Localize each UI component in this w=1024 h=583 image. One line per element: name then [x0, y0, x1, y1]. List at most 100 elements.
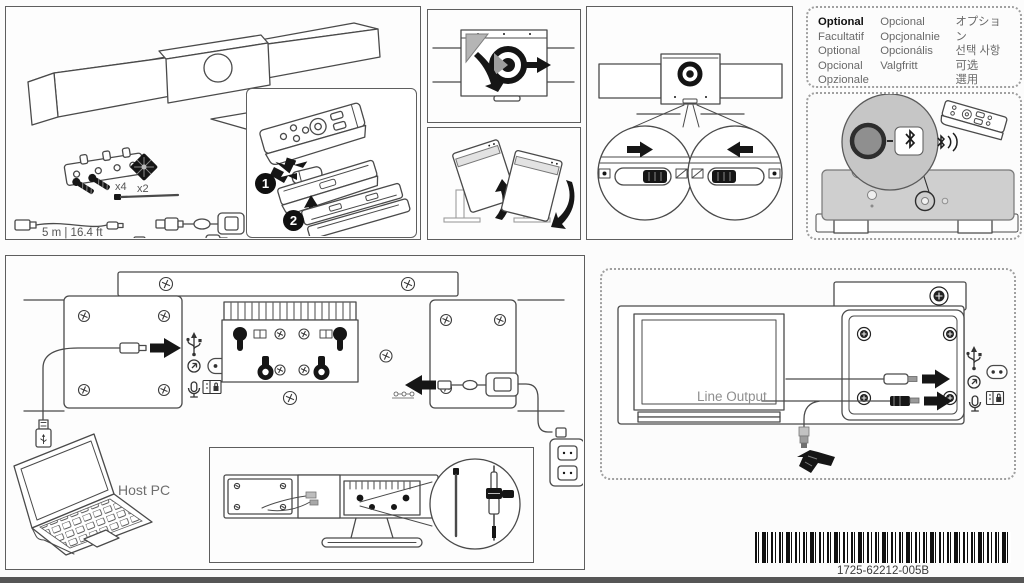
screws-illustration [72, 173, 110, 195]
mount-hook [257, 356, 330, 380]
usb-cable-connection [42, 338, 181, 421]
adhesive-pad-illustration [130, 153, 158, 181]
remote-battery-illustration [259, 102, 411, 236]
remote-illustration [259, 102, 367, 166]
right-speaker-back [841, 309, 965, 421]
lens-film-flap [494, 53, 508, 76]
optional-label: Valgfritt [880, 59, 918, 72]
privacy-shutter-panel [586, 6, 793, 240]
shutter-slider-small [682, 98, 698, 104]
optional-label: 선택 사항 [955, 45, 1001, 58]
optional-label: Opzionale [818, 74, 869, 87]
security-lock-icon [202, 379, 222, 395]
optional-column-1: Optional Facultatif Optional Opcional Op… [818, 15, 876, 86]
camera-tilt-panel [427, 127, 581, 240]
usb-icon [186, 332, 202, 357]
monitor-mount-illustration [223, 458, 521, 550]
insert-arrow-icon [270, 157, 308, 183]
mounting-plate [221, 319, 359, 383]
optional-column-3: オプション 선택 사항 可选 選用 [955, 15, 1010, 86]
tilted-camera-1 [452, 139, 517, 213]
optional-label: Opcjonalnie [880, 30, 940, 43]
soundbar-front-illustration [598, 53, 783, 115]
wall-outlet-icon [549, 438, 583, 487]
mic-icon [968, 395, 982, 412]
power-connection [405, 372, 583, 487]
tilted-camera-2 [500, 149, 563, 222]
arrow-right-icon [922, 369, 950, 389]
camera-on-icon [768, 168, 781, 179]
callout-ring [914, 190, 936, 212]
optional-label: 選用 [955, 74, 979, 87]
line-output-label: Line Output [697, 389, 767, 404]
remote-bluetooth-illustration [937, 100, 1008, 152]
expansion-mic-illustration [797, 450, 835, 473]
camera-tilt-illustration [443, 139, 575, 229]
pads-qty-label: x2 [137, 183, 149, 195]
power-adapter-illustration [155, 212, 245, 235]
cable-tie-rod-illustration [114, 193, 180, 200]
line-out-jack-cable [785, 369, 950, 389]
remote-back-illustration [301, 182, 404, 226]
arrow-right-icon [924, 391, 952, 411]
barcode [755, 532, 1011, 563]
remote-tray-illustration [307, 198, 411, 236]
usb-icon [966, 346, 982, 371]
power-in-port [986, 364, 1008, 380]
optional-languages-panel: Optional Facultatif Optional Opcional Op… [806, 6, 1022, 88]
optional-label: Optional [818, 45, 861, 58]
camera-on-icon [598, 168, 611, 179]
security-lock-icon [985, 390, 1005, 406]
screws-qty-label: x4 [115, 181, 127, 193]
optional-label: Opcionális [880, 45, 933, 58]
polarity-mark [392, 391, 415, 399]
trackpad [83, 529, 120, 548]
bluetooth-button-detail [841, 94, 939, 191]
mic-icon [187, 381, 201, 398]
bluetooth-pair-button-large [849, 122, 887, 160]
mount-foot [833, 219, 869, 234]
protective-film-corner [465, 33, 490, 64]
soundbar-rear-illustration [13, 271, 583, 556]
bluetooth-icon [905, 128, 916, 150]
monitor-mount-panel [209, 447, 534, 563]
optional-label: Opcional [818, 59, 863, 72]
bluetooth-pairing-illustration [815, 94, 1019, 234]
usb-a-connector-icon [35, 419, 52, 448]
barcode-block: 1725-62212-005B [752, 532, 1014, 577]
top-mount-strip [117, 271, 459, 297]
remote-battery-panel: 1 2 [246, 88, 417, 238]
line-out-icon [187, 359, 201, 373]
host-pc-illustration [13, 433, 153, 556]
privacy-shutter-illustration [597, 53, 783, 221]
optional-label: 可选 [955, 59, 979, 72]
optional-label: オプション [955, 16, 1001, 43]
step-1-badge: 1 [255, 173, 276, 194]
arrow-right-icon [627, 141, 653, 158]
tilt-down-arrow-icon [551, 180, 575, 229]
shutter-open-detail [687, 125, 783, 221]
part-number-label: 1725-62212-005B [836, 565, 930, 577]
arrow-right-icon [150, 338, 181, 358]
shutter-closed-detail [597, 125, 693, 221]
tv-illustration [633, 313, 785, 423]
optional-label: Facultatif [818, 30, 864, 43]
mic-jack-cable [761, 391, 952, 448]
host-pc-label: Host PC [118, 482, 171, 498]
optional-label: Optional [818, 16, 864, 28]
line-output-panel: Line Output [600, 268, 1016, 480]
mount-foot [957, 219, 993, 234]
optional-column-2: Opcional Opcjonalnie Opcionális Valgfrit… [880, 15, 951, 79]
mute-button [867, 190, 877, 200]
cable-tie-detail [429, 458, 521, 550]
routed-cables [261, 491, 319, 512]
monitor-stand [321, 517, 423, 548]
line-out-icon [967, 375, 981, 389]
optional-label: Opcional [880, 16, 925, 28]
page-bottom-edge [0, 577, 1024, 583]
bluetooth-pairing-panel [806, 92, 1022, 240]
camera-off-icon [691, 168, 704, 179]
arrow-left-icon [405, 375, 436, 395]
arrow-right-icon [524, 57, 551, 73]
